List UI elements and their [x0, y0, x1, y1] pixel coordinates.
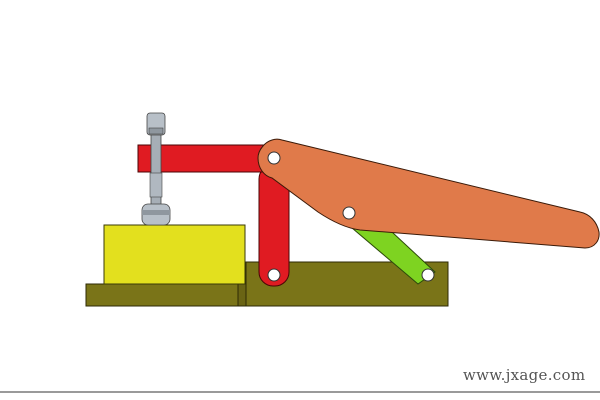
- bottom-divider: [0, 391, 600, 393]
- workpiece-block: [103, 224, 246, 285]
- pivot-handle-mid: [342, 206, 356, 220]
- spindle-pad-ring: [142, 210, 170, 215]
- pivot-handle-top: [267, 151, 281, 165]
- pivot-support-bottom: [267, 268, 281, 282]
- base-plate-left: [85, 283, 239, 307]
- spindle-nut-cap: [148, 127, 164, 135]
- handle-lever: [257, 138, 600, 249]
- watermark-text: www.jxage.com: [463, 366, 586, 384]
- pivot-link-bottom: [421, 268, 435, 282]
- spindle-nut-mid: [149, 172, 163, 198]
